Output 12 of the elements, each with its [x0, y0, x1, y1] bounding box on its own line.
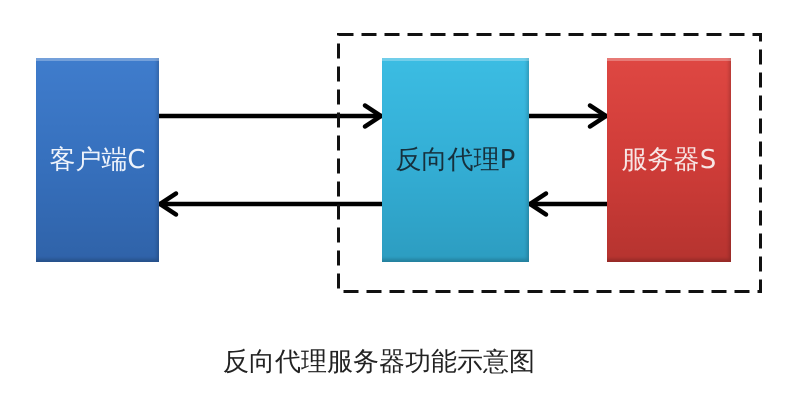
process-box	[382, 58, 529, 262]
arrow	[529, 103, 608, 129]
caption: 反向代理服务器功能示意图	[223, 346, 535, 378]
process-box	[36, 58, 159, 262]
arrow	[159, 103, 384, 129]
arrow	[528, 191, 607, 217]
process-box	[607, 58, 731, 262]
box-label: 服务器S	[622, 145, 716, 175]
box-label: 反向代理P	[396, 145, 516, 175]
dashed-frame	[337, 33, 762, 293]
arrow	[158, 191, 382, 217]
box-label: 客户端C	[49, 145, 146, 175]
